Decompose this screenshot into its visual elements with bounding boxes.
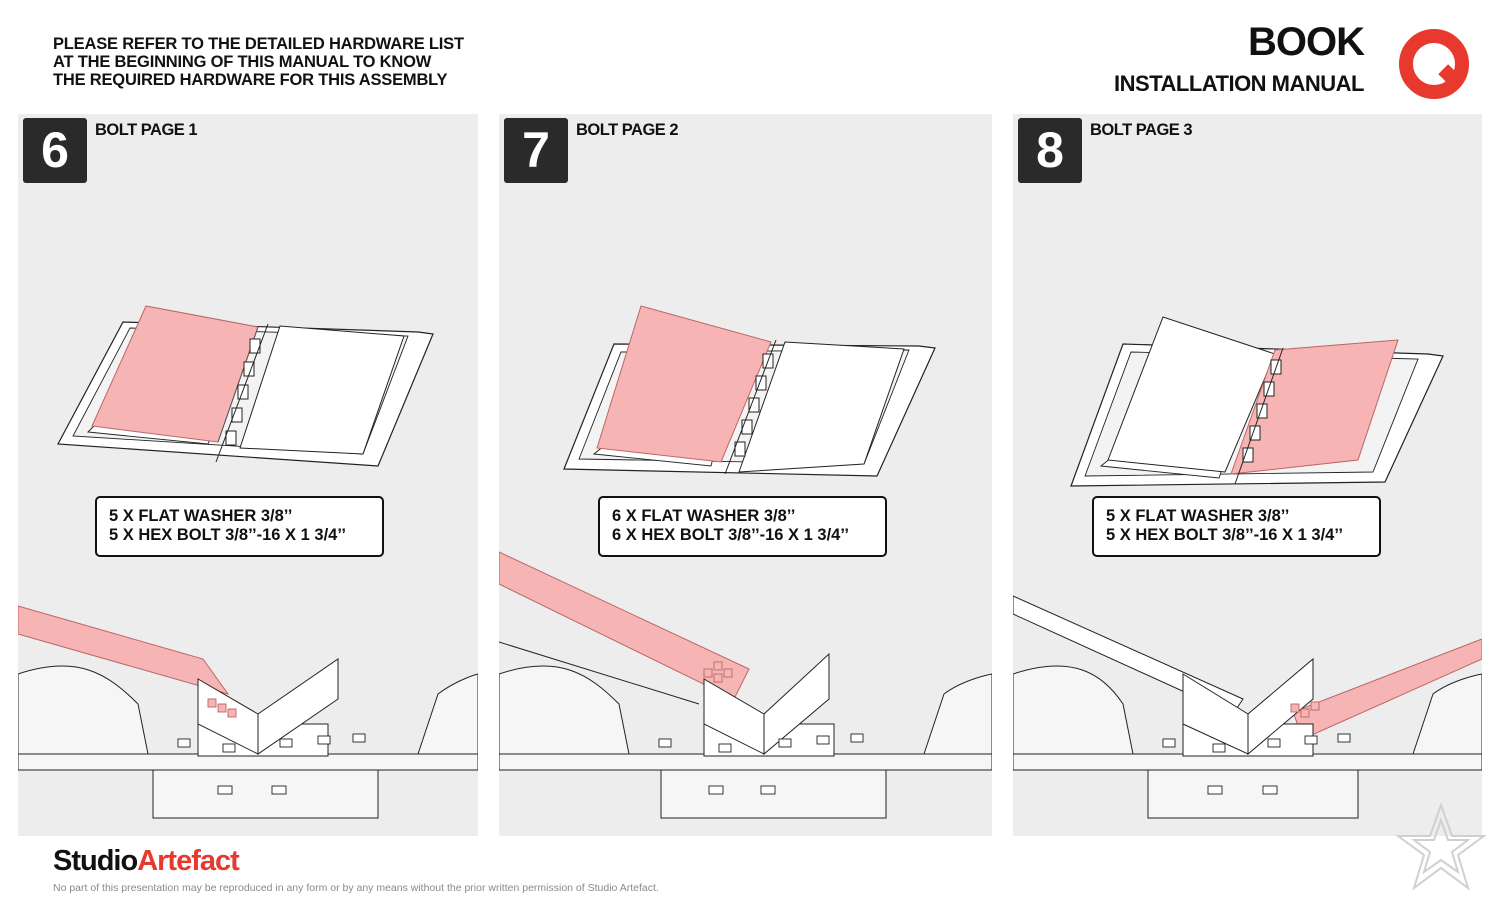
step-number-badge: 6 xyxy=(23,118,87,183)
step-panel-8: 8 BOLT PAGE 3 5 X FLAT WASHER 3/8’’ 5 X … xyxy=(1013,114,1482,836)
document-subtitle: INSTALLATION MANUAL xyxy=(1114,71,1364,96)
book-assembly-illustration xyxy=(1013,316,1482,819)
brand-part-artefact: Artefact xyxy=(137,845,240,877)
notice-line: PLEASE REFER TO THE DETAILED HARDWARE LI… xyxy=(53,35,464,53)
hardware-washer-line: 5 X FLAT WASHER 3/8’’ xyxy=(1106,507,1290,525)
studio-artefact-logo-icon xyxy=(1399,29,1469,99)
step-panel-7: 7 BOLT PAGE 2 6 X FLAT WASHER 3/8’’ 6 X … xyxy=(499,114,992,836)
hardware-callout: 5 X FLAT WASHER 3/8’’ 5 X HEX BOLT 3/8’’… xyxy=(95,496,384,557)
step-panel-6: 6 BOLT PAGE 1 5 X FLAT WASHER 3/8’’ 5 X … xyxy=(18,114,478,836)
hardware-bolt-line: 5 X HEX BOLT 3/8’’-16 X 1 3/4’’ xyxy=(1106,525,1343,544)
hardware-washer-line: 5 X FLAT WASHER 3/8’’ xyxy=(109,507,293,525)
star-watermark-icon xyxy=(1396,802,1486,891)
book-assembly-illustration xyxy=(499,305,992,819)
hardware-callout: 5 X FLAT WASHER 3/8’’ 5 X HEX BOLT 3/8’’… xyxy=(1092,496,1381,557)
hardware-bolt-line: 5 X HEX BOLT 3/8’’-16 X 1 3/4’’ xyxy=(109,525,346,544)
hardware-washer-line: 6 X FLAT WASHER 3/8’’ xyxy=(612,507,796,525)
hardware-callout: 6 X FLAT WASHER 3/8’’ 6 X HEX BOLT 3/8’’… xyxy=(598,496,887,557)
step-number-badge: 7 xyxy=(504,118,568,183)
step-number-badge: 8 xyxy=(1018,118,1082,183)
brand-part-studio: Studio xyxy=(53,845,138,877)
step-title: BOLT PAGE 3 xyxy=(1090,121,1193,139)
hardware-bolt-line: 6 X HEX BOLT 3/8’’-16 X 1 3/4’’ xyxy=(612,525,849,544)
copyright-notice: No part of this presentation may be repr… xyxy=(53,882,659,894)
hardware-notice: PLEASE REFER TO THE DETAILED HARDWARE LI… xyxy=(53,35,513,89)
notice-line: THE REQUIRED HARDWARE FOR THIS ASSEMBLY xyxy=(53,71,448,89)
step-title: BOLT PAGE 1 xyxy=(95,121,198,139)
notice-line: AT THE BEGINNING OF THIS MANUAL TO KNOW xyxy=(53,53,432,71)
book-assembly-illustration xyxy=(18,305,478,819)
brand-wordmark: StudioArtefact xyxy=(53,845,240,878)
step-title: BOLT PAGE 2 xyxy=(576,121,679,139)
document-title: BOOK xyxy=(1248,20,1365,64)
